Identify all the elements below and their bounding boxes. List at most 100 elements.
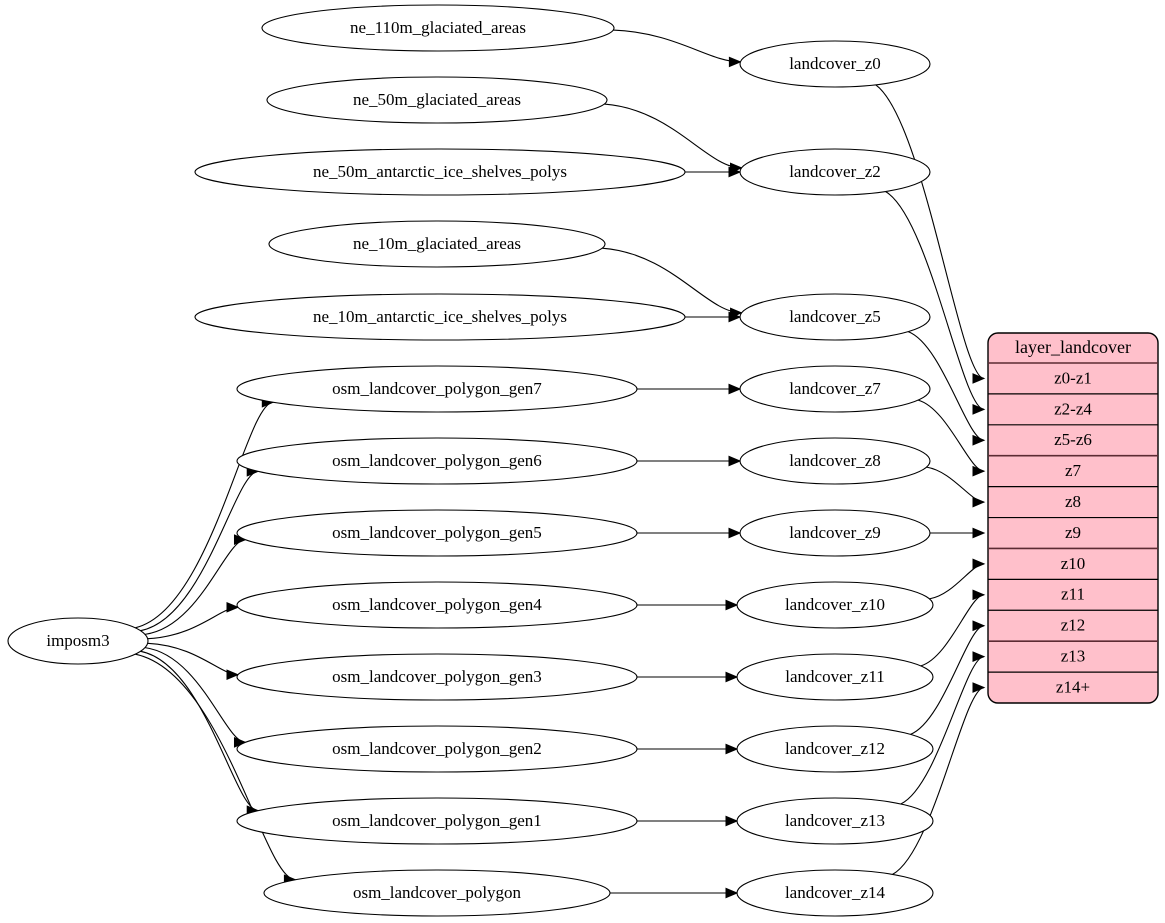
node-shape-landcover_z10: [736, 581, 934, 629]
node-landcover_z10[interactable]: landcover_z10: [736, 581, 934, 629]
node-label-osm_landcover_polygon_gen1: osm_landcover_polygon_gen1: [332, 811, 542, 830]
node-landcover_z8[interactable]: landcover_z8: [739, 437, 931, 485]
node-shape-ne_110m_glaciated_areas: [261, 4, 615, 52]
edge-ne_110m_glaciated_areas-to-landcover_z0-arrowhead: [728, 56, 742, 68]
edge-imposm3-to-osm_landcover_polygon_gen6: [140, 470, 259, 632]
node-osm_landcover_polygon_gen3[interactable]: osm_landcover_polygon_gen3: [236, 653, 638, 701]
table-row[interactable]: z10: [988, 548, 1158, 579]
node-shape-landcover_z5: [739, 293, 931, 341]
edge-landcover_z13-to-layer_landcover-z13-arrowhead: [972, 651, 986, 662]
table-row[interactable]: z9: [988, 518, 1158, 549]
node-ne_10m_glaciated_areas[interactable]: ne_10m_glaciated_areas: [268, 220, 606, 268]
node-label-landcover_z7: landcover_z7: [789, 379, 881, 398]
node-ne_10m_antarctic_ice_shelves_polys[interactable]: ne_10m_antarctic_ice_shelves_polys: [194, 293, 686, 341]
table-row[interactable]: z12: [988, 610, 1158, 641]
node-landcover_z7[interactable]: landcover_z7: [739, 365, 931, 413]
table-row[interactable]: z0-z1: [988, 363, 1158, 394]
table-row[interactable]: z2-z4: [988, 394, 1158, 425]
table-header-label: layer_landcover: [1015, 337, 1131, 357]
edge-landcover_z10-to-layer_landcover-z10-arrowhead: [972, 558, 986, 570]
edge-landcover_z5-to-layer_landcover-z5-z6-arrowhead: [972, 434, 986, 446]
table-row-label: z8: [1065, 492, 1081, 511]
node-shape-landcover_z12: [736, 725, 934, 773]
node-landcover_z12[interactable]: landcover_z12: [736, 725, 934, 773]
edge-osm_landcover_polygon_gen4-to-landcover_z10-arrowhead: [725, 599, 739, 611]
edge-osm_landcover_polygon_gen6-to-landcover_z8-arrowhead: [728, 455, 742, 467]
node-imposm3[interactable]: imposm3: [7, 617, 149, 665]
node-osm_landcover_polygon_gen5[interactable]: osm_landcover_polygon_gen5: [236, 509, 638, 557]
table-row[interactable]: z8: [988, 487, 1158, 518]
table-row-label: z11: [1061, 585, 1085, 604]
edge-osm_landcover_polygon_gen2-to-landcover_z12-arrowhead: [725, 743, 739, 755]
node-label-ne_10m_antarctic_ice_shelves_polys: ne_10m_antarctic_ice_shelves_polys: [313, 307, 567, 326]
node-label-landcover_z2: landcover_z2: [789, 162, 881, 181]
edge-imposm3-to-osm_landcover_polygon_gen5: [144, 539, 246, 635]
node-shape-osm_landcover_polygon_gen1: [236, 797, 638, 845]
edge-landcover_z12-to-layer_landcover-z12: [910, 625, 985, 735]
node-landcover_z0[interactable]: landcover_z0: [739, 40, 931, 88]
table-row[interactable]: z14+: [988, 672, 1158, 703]
edge-osm_landcover_polygon_gen3-to-landcover_z11-arrowhead: [725, 671, 739, 683]
node-label-osm_landcover_polygon_gen2: osm_landcover_polygon_gen2: [332, 739, 542, 758]
node-ne_50m_antarctic_ice_shelves_polys[interactable]: ne_50m_antarctic_ice_shelves_polys: [194, 148, 686, 196]
edge-landcover_z0-to-layer_landcover-z0-z1-arrowhead: [972, 373, 986, 384]
node-landcover_z5[interactable]: landcover_z5: [739, 293, 931, 341]
edge-imposm3-to-osm_landcover_polygon_gen7: [135, 401, 274, 629]
node-shape-landcover_z7: [739, 365, 931, 413]
node-shape-osm_landcover_polygon: [263, 869, 611, 917]
node-landcover_z9[interactable]: landcover_z9: [739, 509, 931, 557]
node-shape-osm_landcover_polygon_gen6: [236, 437, 638, 485]
node-shape-landcover_z2: [739, 148, 931, 196]
node-label-imposm3: imposm3: [46, 631, 109, 650]
node-shape-osm_landcover_polygon_gen3: [236, 653, 638, 701]
node-ne_110m_glaciated_areas[interactable]: ne_110m_glaciated_areas: [261, 4, 615, 52]
nodes-layer: imposm3 ne_110m_glaciated_areas ne_50m_gla…: [7, 4, 934, 917]
table-row-label: z2-z4: [1054, 399, 1092, 418]
node-label-ne_110m_glaciated_areas: ne_110m_glaciated_areas: [350, 18, 526, 37]
node-shape-landcover_z13: [736, 797, 934, 845]
edge-imposm3-to-osm_landcover_polygon_gen4-arrowhead: [226, 601, 240, 613]
node-label-ne_50m_glaciated_areas: ne_50m_glaciated_areas: [353, 90, 521, 109]
edge-landcover_z11-to-layer_landcover-z11-arrowhead: [972, 589, 986, 601]
edge-ne_50m_antarctic_ice_shelves_polys-to-landcover_z2-arrowhead: [728, 166, 742, 178]
edge-imposm3-to-osm_landcover_polygon_gen3-arrowhead: [226, 669, 240, 681]
edge-landcover_z2-to-layer_landcover-z2-z4: [885, 191, 985, 410]
edge-landcover_z5-to-layer_landcover-z5-z6: [907, 331, 985, 441]
node-label-landcover_z13: landcover_z13: [785, 811, 885, 830]
table-row[interactable]: z5-z6: [988, 425, 1158, 456]
edge-landcover_z13-to-layer_landcover-z13: [900, 656, 985, 805]
node-osm_landcover_polygon_gen6[interactable]: osm_landcover_polygon_gen6: [236, 437, 638, 485]
node-shape-osm_landcover_polygon_gen2: [236, 725, 638, 773]
node-landcover_z2[interactable]: landcover_z2: [739, 148, 931, 196]
node-shape-osm_landcover_polygon_gen4: [236, 581, 638, 629]
node-landcover_z11[interactable]: landcover_z11: [736, 653, 934, 701]
node-osm_landcover_polygon_gen1[interactable]: osm_landcover_polygon_gen1: [236, 797, 638, 845]
table-row[interactable]: z13: [988, 641, 1158, 672]
edge-landcover_z7-to-layer_landcover-z7-arrowhead: [972, 465, 986, 477]
node-label-osm_landcover_polygon_gen6: osm_landcover_polygon_gen6: [332, 451, 542, 470]
node-landcover_z14[interactable]: landcover_z14: [736, 869, 934, 917]
node-osm_landcover_polygon[interactable]: osm_landcover_polygon: [263, 869, 611, 917]
node-shape-landcover_z11: [736, 653, 934, 701]
edge-ne_10m_antarctic_ice_shelves_polys-to-landcover_z5-arrowhead: [728, 311, 742, 323]
table-row-label: z12: [1061, 616, 1086, 635]
node-osm_landcover_polygon_gen4[interactable]: osm_landcover_polygon_gen4: [236, 581, 638, 629]
node-label-landcover_z0: landcover_z0: [789, 54, 881, 73]
node-osm_landcover_polygon_gen2[interactable]: osm_landcover_polygon_gen2: [236, 725, 638, 773]
edge-imposm3-to-osm_landcover_polygon_gen2: [144, 647, 246, 743]
table-row[interactable]: z11: [988, 579, 1158, 610]
edge-osm_landcover_polygon-to-landcover_z14-arrowhead: [725, 887, 739, 899]
table-row[interactable]: z7: [988, 456, 1158, 487]
node-ne_50m_glaciated_areas[interactable]: ne_50m_glaciated_areas: [266, 76, 608, 124]
table-row-label: z9: [1065, 523, 1081, 542]
table-row-label: z13: [1061, 647, 1086, 666]
node-landcover_z13[interactable]: landcover_z13: [736, 797, 934, 845]
table-row-label: z10: [1061, 554, 1086, 573]
node-label-landcover_z11: landcover_z11: [785, 667, 884, 686]
node-shape-landcover_z14: [736, 869, 934, 917]
node-osm_landcover_polygon_gen7[interactable]: osm_landcover_polygon_gen7: [236, 365, 638, 413]
node-label-osm_landcover_polygon_gen3: osm_landcover_polygon_gen3: [332, 667, 542, 686]
